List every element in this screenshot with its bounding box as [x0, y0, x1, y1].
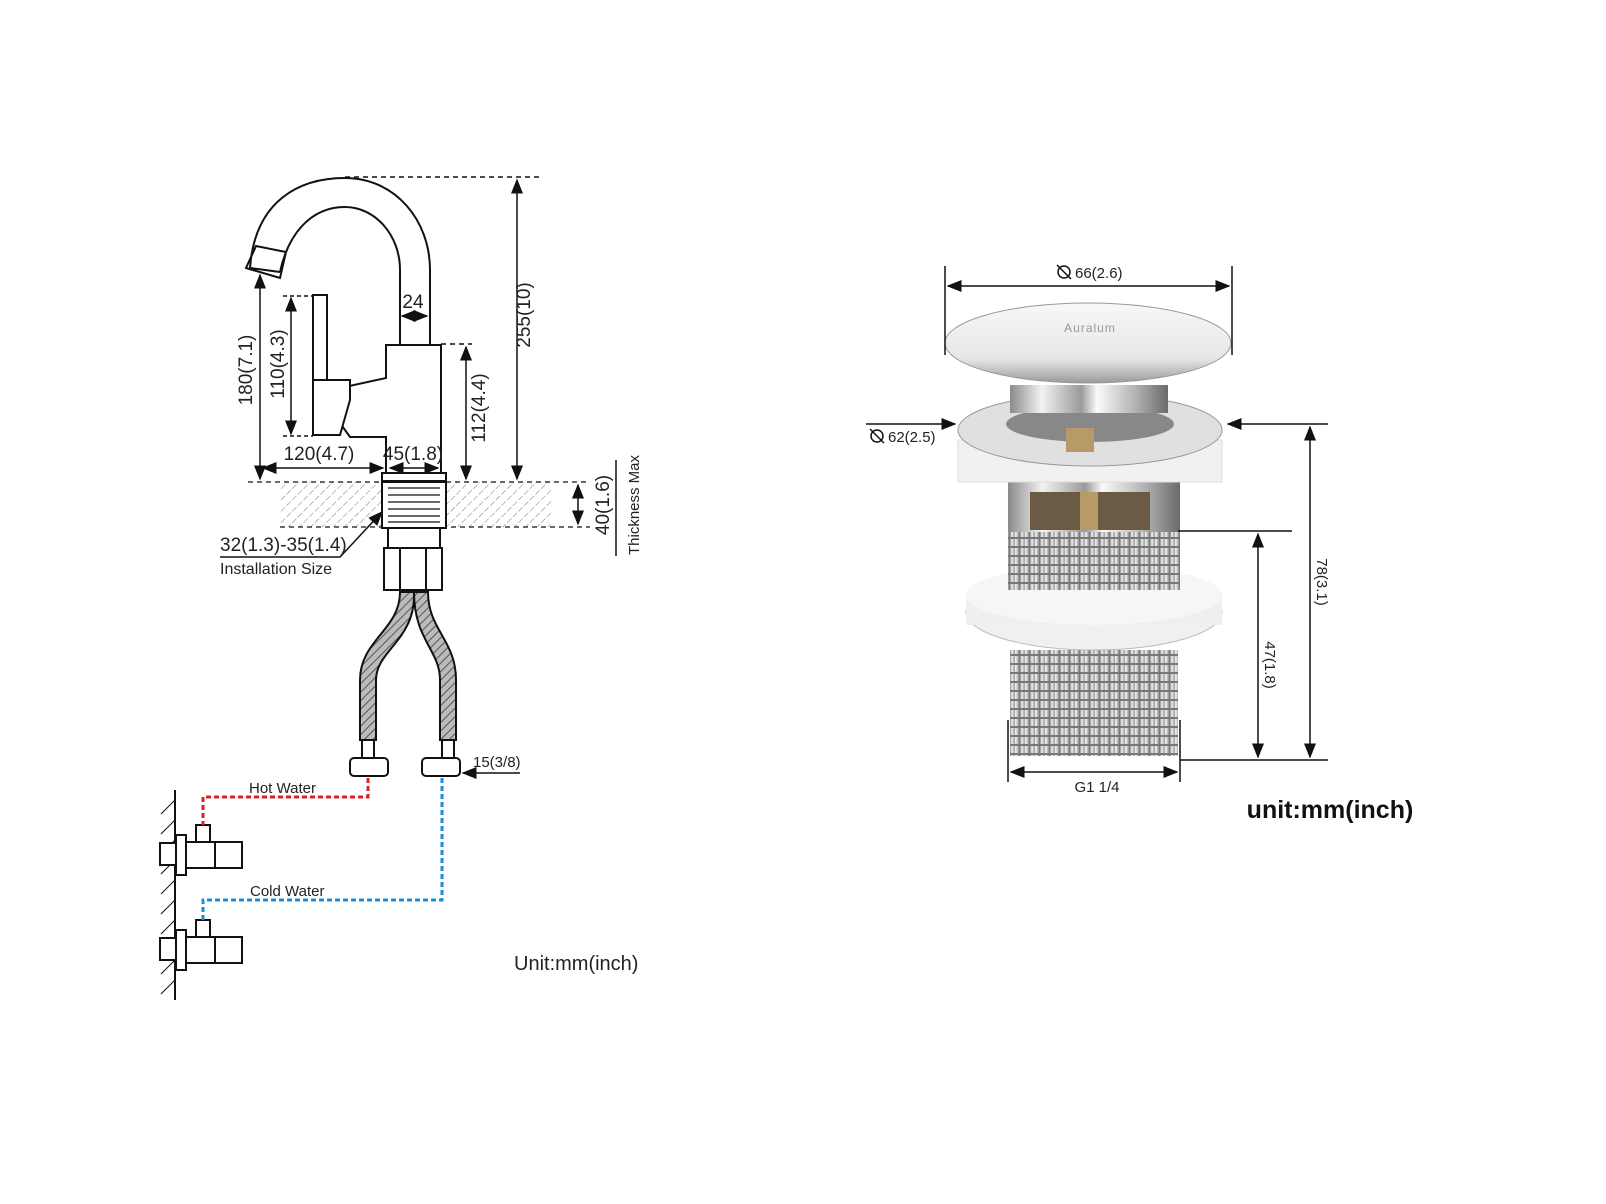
drain-brand-logo: Auralum [1064, 321, 1116, 335]
hot-hose-nut [349, 757, 389, 777]
drain-dimension-labels: 66(2.6) 62(2.5) 78(3.1) 47(1.8) G1 1/4 u… [888, 265, 1413, 824]
cold-water-label: Cold Water [250, 883, 324, 900]
drain-cap [944, 302, 1232, 384]
drain-unit-label: unit:mm(inch) [1247, 796, 1414, 824]
faucet-drawing [159, 176, 590, 1000]
hot-angle-valve [159, 824, 243, 876]
faucet-dimension-labels: 255(10) 112(4.4) 180(7.1) 110(4.3) 24 12… [220, 282, 643, 975]
cold-hose [412, 591, 457, 741]
drain-lower-thread [1010, 650, 1178, 756]
hot-water-label: Hot Water [249, 780, 316, 797]
faucet-unit-label: Unit:mm(inch) [514, 953, 638, 975]
cold-water-line [201, 778, 444, 920]
faucet-dimension-lines [220, 176, 617, 779]
dim-thread-size: G1 1/4 [1074, 779, 1119, 796]
drain-upper-thread [1008, 530, 1180, 590]
spout [244, 176, 431, 345]
dim-body-height: 112(4.4) [469, 373, 490, 442]
dim-cap-diameter: 66(2.6) [1075, 265, 1123, 282]
handle-lever [312, 294, 328, 381]
diameter-icon [869, 428, 885, 444]
cold-angle-valve [159, 919, 243, 971]
dim-hose-connector: 15(3/8) [473, 754, 521, 771]
install-size-label: Installation Size [220, 561, 332, 578]
dim-thickness: 40(1.6) [593, 475, 614, 535]
lock-nut [383, 547, 443, 591]
dim-body-width: 45(1.8) [383, 444, 443, 465]
hot-hose [359, 591, 416, 741]
hot-water-line [201, 778, 370, 825]
diameter-icon [1056, 264, 1072, 280]
dim-handle-height: 110(4.3) [268, 329, 289, 398]
thickness-max-label: Thickness Max [626, 454, 643, 555]
drain-drawing: Auralum [944, 302, 1232, 756]
faucet-body [339, 344, 442, 474]
dim-total-height: 78(3.1) [1313, 558, 1330, 606]
cold-hose-nut [421, 757, 461, 777]
threaded-shank [381, 481, 447, 529]
handle-block [312, 379, 351, 436]
dim-thread-height: 47(1.8) [1261, 641, 1278, 689]
dim-flange-diameter: 62(2.5) [888, 429, 936, 446]
dim-spout-height: 180(7.1) [236, 335, 257, 406]
base-collar [381, 472, 447, 482]
drain-dimension-lines [866, 264, 1328, 782]
dim-spout-width: 24 [402, 292, 424, 313]
dim-height-total: 255(10) [514, 282, 535, 348]
dim-install-size: 32(1.3)-35(1.4) [220, 535, 347, 556]
dim-reach: 120(4.7) [284, 444, 355, 465]
